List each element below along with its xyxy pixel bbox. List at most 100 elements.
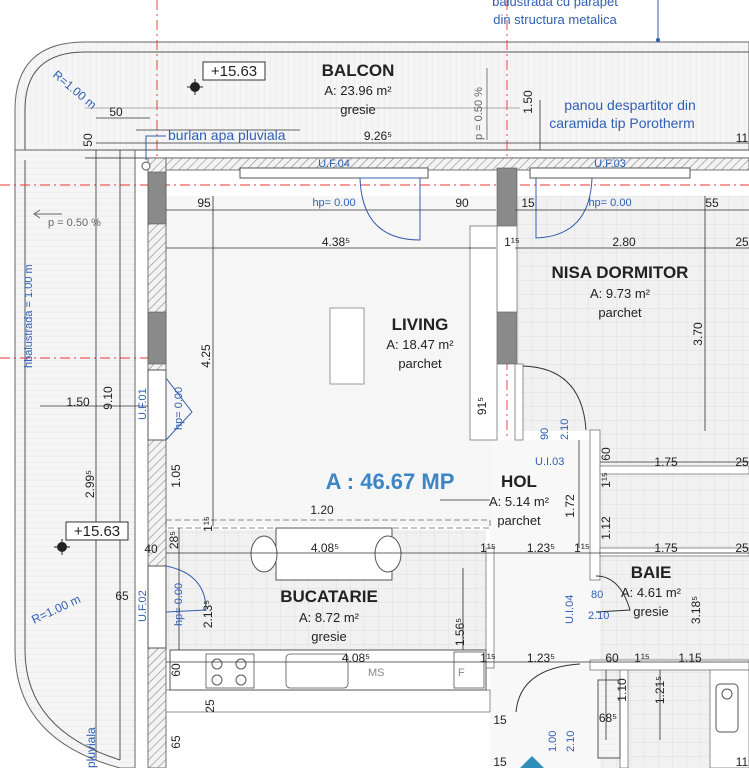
fridge-label: F — [458, 667, 465, 679]
room-baie-name: BAIE — [631, 563, 672, 582]
dim-172: 1.72 — [563, 494, 577, 518]
dim-55: 55 — [705, 196, 719, 210]
dim-65: 65 — [115, 589, 129, 603]
dim-156: 1.56⁵ — [453, 618, 467, 646]
elevation-left: +15.63 — [74, 523, 120, 540]
header-note: balustrada cu parapet din structura meta… — [492, 0, 660, 42]
partition-label-line1: panou despartitor din — [564, 97, 696, 113]
room-labels: BALCON A: 23.96 m² gresie LIVING A: 18.4… — [280, 61, 688, 644]
hp-living: hp= 0.00 — [312, 197, 355, 209]
dim-11b: 1¹⁵ — [599, 472, 613, 488]
dim-285: 28⁵ — [167, 531, 181, 549]
elevation-top: +15.63 — [211, 63, 257, 80]
dim-425: 4.25 — [199, 344, 213, 368]
dim-150-top: 1.50 — [521, 90, 535, 114]
window-uf04: U.F.04 — [318, 158, 350, 170]
dim-50b: 50 — [81, 133, 95, 147]
dim-25c: 25 — [735, 541, 749, 555]
dim-15a: 15 — [521, 196, 535, 210]
dim-11g: 1¹⁵ — [634, 651, 650, 665]
dim-105: 1.05 — [169, 464, 183, 488]
dim-11h: 11 — [736, 131, 749, 145]
door-swings — [165, 177, 631, 713]
door-bottom-width: 1.00 — [547, 731, 559, 752]
hp-dormitor: hp= 0.00 — [588, 197, 631, 209]
dim-1235b: 1.23⁵ — [527, 651, 555, 665]
elevation-marker-icon — [187, 79, 203, 95]
opening-labels: U.F.04 U.F.03 U.F.01 U.F.02 U.I.03 U.I.0… — [137, 158, 632, 752]
dim-685: 68⁵ — [599, 711, 617, 725]
window-uf03: U.F.03 — [594, 158, 626, 170]
dim-4085b: 4.08⁵ — [342, 651, 370, 665]
dim-115: 1.15 — [678, 651, 702, 665]
dim-280: 2.80 — [612, 235, 636, 249]
dim-91: 91⁵ — [475, 397, 489, 415]
door-ui03-height: 2.10 — [559, 419, 571, 440]
windows — [147, 167, 691, 649]
balcony-area — [14, 41, 749, 768]
room-balcon-area: A: 23.96 m² — [324, 83, 392, 98]
dim-60b: 60 — [169, 663, 183, 677]
header-note-line1: balustrada cu parapet — [492, 0, 618, 9]
slope-top: p = 0.50 % — [473, 87, 485, 140]
room-baie-area: A: 4.61 m² — [621, 585, 682, 600]
room-bucatarie-area: A: 8.72 m² — [299, 610, 360, 625]
dim-60a: 60 — [599, 447, 613, 461]
dim-438: 4.38⁵ — [322, 235, 350, 249]
dim-175b: 1.75 — [654, 541, 678, 555]
balustrada-height: hbalustrada = 1.00 m — [23, 264, 35, 368]
dim-112: 1.12 — [599, 516, 613, 540]
dim-2995: 2.99⁵ — [83, 470, 97, 498]
room-bucatarie-floor: gresie — [311, 629, 346, 644]
dim-4085: 4.08⁵ — [311, 541, 339, 555]
dim-1215: 1.21⁵ — [653, 676, 667, 704]
dim-11d: 1¹⁵ — [480, 541, 496, 555]
door-ui03-width: 90 — [539, 428, 551, 440]
dim-11i: 11 — [736, 755, 749, 768]
header-note-line2: din structura metalica — [493, 12, 617, 27]
stove-label: MS — [368, 667, 385, 679]
dim-25d: 25 — [203, 699, 217, 713]
dim-910: 9.10 — [101, 386, 115, 410]
door-ui03: U.I.03 — [535, 456, 564, 468]
room-bucatarie-name: BUCATARIE — [280, 587, 378, 606]
dim-115c: 1¹⁵ — [201, 516, 215, 532]
window-uf02: U.F.02 — [137, 590, 149, 622]
hp-uf02: hp= 0.00 — [173, 583, 185, 626]
door-ui04: U.I.04 — [564, 595, 576, 624]
dim-175a: 1.75 — [654, 455, 678, 469]
dim-120: 1.20 — [310, 503, 334, 517]
room-living-name: LIVING — [392, 315, 449, 334]
dim-11e: 1¹⁵ — [574, 541, 590, 555]
door-bottom-height: 2.10 — [565, 731, 577, 752]
room-hol-floor: parchet — [497, 513, 541, 528]
elevation-marker-left-icon — [54, 539, 70, 555]
partition-label-line2: caramida tip Porotherm — [549, 115, 695, 131]
dim-90: 90 — [455, 196, 469, 210]
dim-11f: 1¹⁵ — [480, 651, 496, 665]
hp-uf01: hp= 0.00 — [173, 387, 185, 430]
downspout-label: burlan apa pluviala — [168, 127, 286, 143]
dim-3185: 3.18⁵ — [689, 596, 703, 624]
dim-926: 9.26⁵ — [364, 129, 392, 143]
door-ui04-height: 2.10 — [588, 610, 609, 622]
dim-1235: 1.23⁵ — [527, 541, 555, 555]
room-living-floor: parchet — [398, 356, 442, 371]
dim-50a: 50 — [109, 105, 123, 119]
room-dormitor-floor: parchet — [598, 305, 642, 320]
window-uf01: U.F.01 — [137, 388, 149, 420]
dim-25a: 25 — [735, 235, 749, 249]
dim-370: 3.70 — [691, 322, 705, 346]
door-ui04-width: 80 — [591, 589, 603, 601]
room-hol-name: HOL — [501, 472, 537, 491]
dim-110: 1.10 — [615, 678, 629, 702]
room-balcon-floor: gresie — [340, 102, 375, 117]
room-dormitor-area: A: 9.73 m² — [590, 286, 651, 301]
dim-11a: 1¹⁵ — [504, 235, 520, 249]
dim-2135: 2.13⁵ — [201, 600, 215, 628]
dim-40: 40 — [144, 542, 158, 556]
dim-150: 1.50 — [66, 395, 90, 409]
slope-left: p = 0.50 % — [48, 217, 101, 229]
dimension-text: 50 50 9.26⁵ 1.50 95 90 15 55 4.38⁵ 1¹⁵ 2… — [66, 90, 749, 768]
room-balcon-name: BALCON — [322, 61, 395, 80]
